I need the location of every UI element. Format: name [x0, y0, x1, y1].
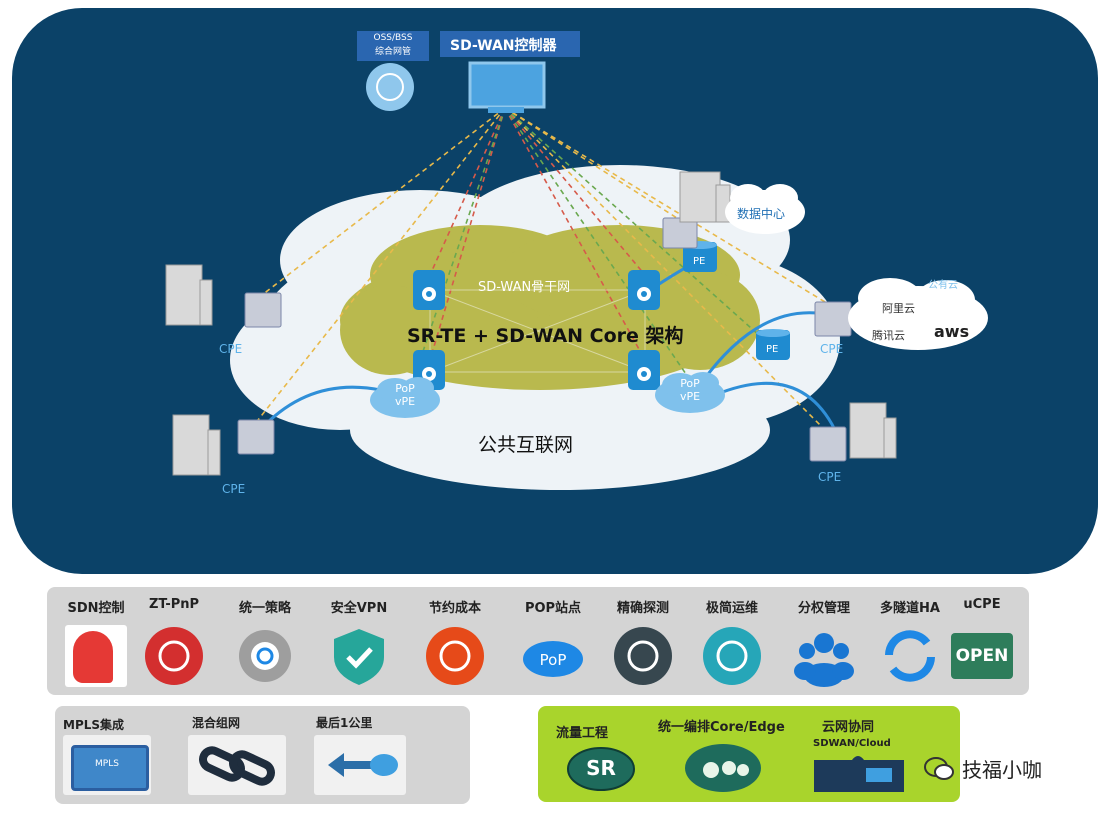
building-icons	[165, 171, 897, 476]
cpe-label-3: CPE	[820, 342, 844, 356]
feature-label: uCPE	[963, 597, 1001, 612]
feature-label: 安全VPN	[330, 601, 388, 616]
oss-bss-badge	[357, 31, 429, 61]
mpls-chip-icon: MPLS	[63, 735, 151, 795]
pe-label-right: PE	[766, 344, 779, 355]
traffic-engineering-label: 流量工程	[556, 726, 609, 741]
head-gear-icon	[65, 625, 127, 687]
router-wifi-icon	[143, 625, 205, 687]
mpls-chip-text: MPLS	[95, 759, 119, 769]
feature-label: 统一策略	[238, 601, 291, 616]
feature-label: SDN控制	[67, 601, 125, 616]
aliyun-logo: 阿里云	[882, 302, 915, 315]
feature-item: 精确探测	[603, 597, 683, 616]
feature-item: SDN控制	[56, 597, 136, 616]
feature-label: 极简运维	[705, 601, 758, 616]
shield-check-icon	[328, 625, 390, 687]
open-badge-icon: OPEN	[951, 625, 1013, 687]
pop-vpe-label-right: PoP vPE	[679, 377, 701, 403]
users-icon	[793, 625, 855, 687]
monitor-icon	[468, 61, 546, 109]
feature-item: 节约成本	[410, 597, 500, 616]
datacenter-label: 数据中心	[737, 207, 786, 221]
feature-item: uCPE	[950, 597, 1014, 612]
sdwan-cloud-sublabel: SDWAN/Cloud	[813, 738, 891, 749]
internet-label: 公共互联网	[478, 434, 574, 456]
chain-link-icon	[188, 735, 286, 795]
compass-icon	[612, 625, 674, 687]
network-diagram	[165, 31, 988, 490]
puzzle-icon	[812, 752, 908, 796]
gears-icon	[683, 742, 763, 794]
feature-item: ZT-PnP	[135, 597, 213, 612]
cloud-network-label: 云网协同	[822, 720, 875, 735]
pop-vpe-clouds	[370, 372, 725, 418]
sr-badge-text: SR	[586, 756, 616, 780]
pe-router-icons	[683, 241, 790, 360]
control-dashed-lines	[257, 107, 831, 431]
feature-item: POP站点	[508, 597, 598, 616]
dollar-coin-icon	[424, 625, 486, 687]
feature-label: 分权管理	[797, 601, 850, 616]
pop-cloud-icon: PoP	[522, 625, 584, 687]
datacenter-bubble	[725, 184, 805, 234]
backbone-label: SD-WAN骨干网	[478, 280, 571, 295]
backbone-mesh	[429, 289, 646, 373]
last-mile-label: 最后1公里	[316, 716, 373, 730]
last-mile-arrow-icon	[314, 735, 406, 795]
watermark-text: 技福小咖	[962, 758, 1042, 782]
cpe-label-2: CPE	[222, 482, 246, 496]
oss-bss-label: OSS/BSS 综合网管	[373, 33, 413, 57]
controller-badge	[440, 31, 580, 57]
backbone-router-icons	[413, 270, 660, 390]
cpe-device-icons	[237, 217, 852, 462]
feature-label: 多隧道HA	[880, 601, 940, 616]
cpe-label-1: CPE	[219, 342, 243, 356]
gear-at-icon	[234, 625, 296, 687]
hammer-icon	[701, 625, 763, 687]
sr-badge-icon: SR	[566, 746, 636, 792]
tencent-cloud-logo: 腾讯云	[872, 329, 905, 342]
feature-panel	[47, 587, 1029, 695]
mpls-label: MPLS集成	[63, 718, 125, 732]
feature-item: 统一策略	[220, 597, 310, 616]
cpe-label-4: CPE	[818, 470, 842, 484]
feature-item: 多隧道HA	[872, 597, 948, 616]
globe-gear-icon	[366, 63, 414, 111]
architecture-label: SR-TE + SD-WAN Core 架构	[407, 325, 684, 347]
hybrid-network-label: 混合组网	[192, 716, 241, 730]
feature-label: POP站点	[524, 601, 582, 616]
feature-item: 分权管理	[779, 597, 869, 616]
public-cloud-label: 公有云	[928, 280, 958, 291]
orchestration-label: 统一编排Core/Edge	[658, 720, 785, 735]
controller-label: SD-WAN控制器	[450, 38, 557, 54]
pop-vpe-label-left: PoP vPE	[394, 382, 416, 408]
pe-label-top: PE	[693, 256, 706, 267]
feature-label: 节约成本	[428, 601, 481, 616]
feature-item: 极简运维	[690, 597, 774, 616]
feature-item: 安全VPN	[315, 597, 403, 616]
wechat-icon	[924, 756, 954, 782]
public-cloud-bubble	[848, 278, 988, 350]
svg-text:PoP: PoP	[540, 651, 567, 669]
aws-logo: aws	[934, 322, 970, 341]
sync-arrows-icon	[879, 625, 941, 687]
feature-label: ZT-PnP	[148, 597, 200, 612]
feature-label: 精确探测	[616, 601, 669, 616]
